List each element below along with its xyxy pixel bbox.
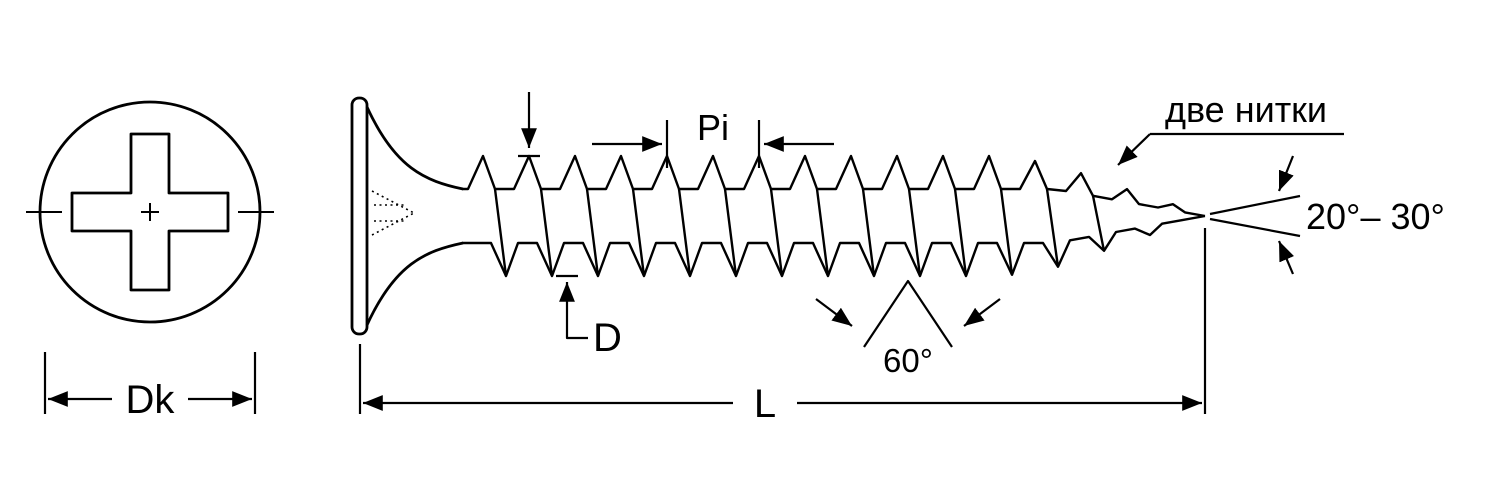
pitch-label: Pi [697,107,729,148]
l-dimension: L [358,228,1207,426]
dk-dimension: Dk [43,352,257,422]
profile-angle-annotation: 60° [815,279,1001,379]
head-fillet-top [365,106,464,191]
phillips-recess-hidden-lines [371,190,415,236]
d-annotation: D [556,274,622,360]
tip-angle-arrow-lower [1277,240,1295,275]
head-flat-face [350,96,369,336]
tip-angle-label: 20°– 30° [1306,196,1445,237]
l-label: L [754,382,776,426]
dk-label: Dk [126,378,176,422]
pitch-annotation: Pi [592,107,834,168]
d-label: D [593,316,622,360]
profile-angle-label: 60° [883,342,933,379]
head-top-view [26,100,274,324]
tip-angle-line-upper [1209,194,1301,216]
two-threads-label: две нитки [1165,89,1327,130]
thread-helix-lines [493,188,1106,277]
two-threads-arrow [1117,133,1151,166]
crest-pointer [518,92,540,158]
thread-profile-top [462,154,1206,218]
phillips-cross-outline [70,132,230,292]
profile-angle-arrow-right [963,298,1001,327]
profile-angle-vee [863,279,953,348]
d-leader-line [565,330,588,340]
tip-angle-arrow-upper [1277,155,1295,192]
center-mark-icon [141,203,159,221]
head-fillet-bottom [365,241,464,326]
profile-angle-arrow-left [815,298,853,327]
tip-angle-annotation: 20°– 30° [1209,155,1445,275]
two-threads-callout: две нитки [1117,89,1344,166]
tip-angle-line-lower [1209,217,1301,238]
thread-profile-bottom [462,214,1206,278]
screw-side-view [350,96,1206,336]
